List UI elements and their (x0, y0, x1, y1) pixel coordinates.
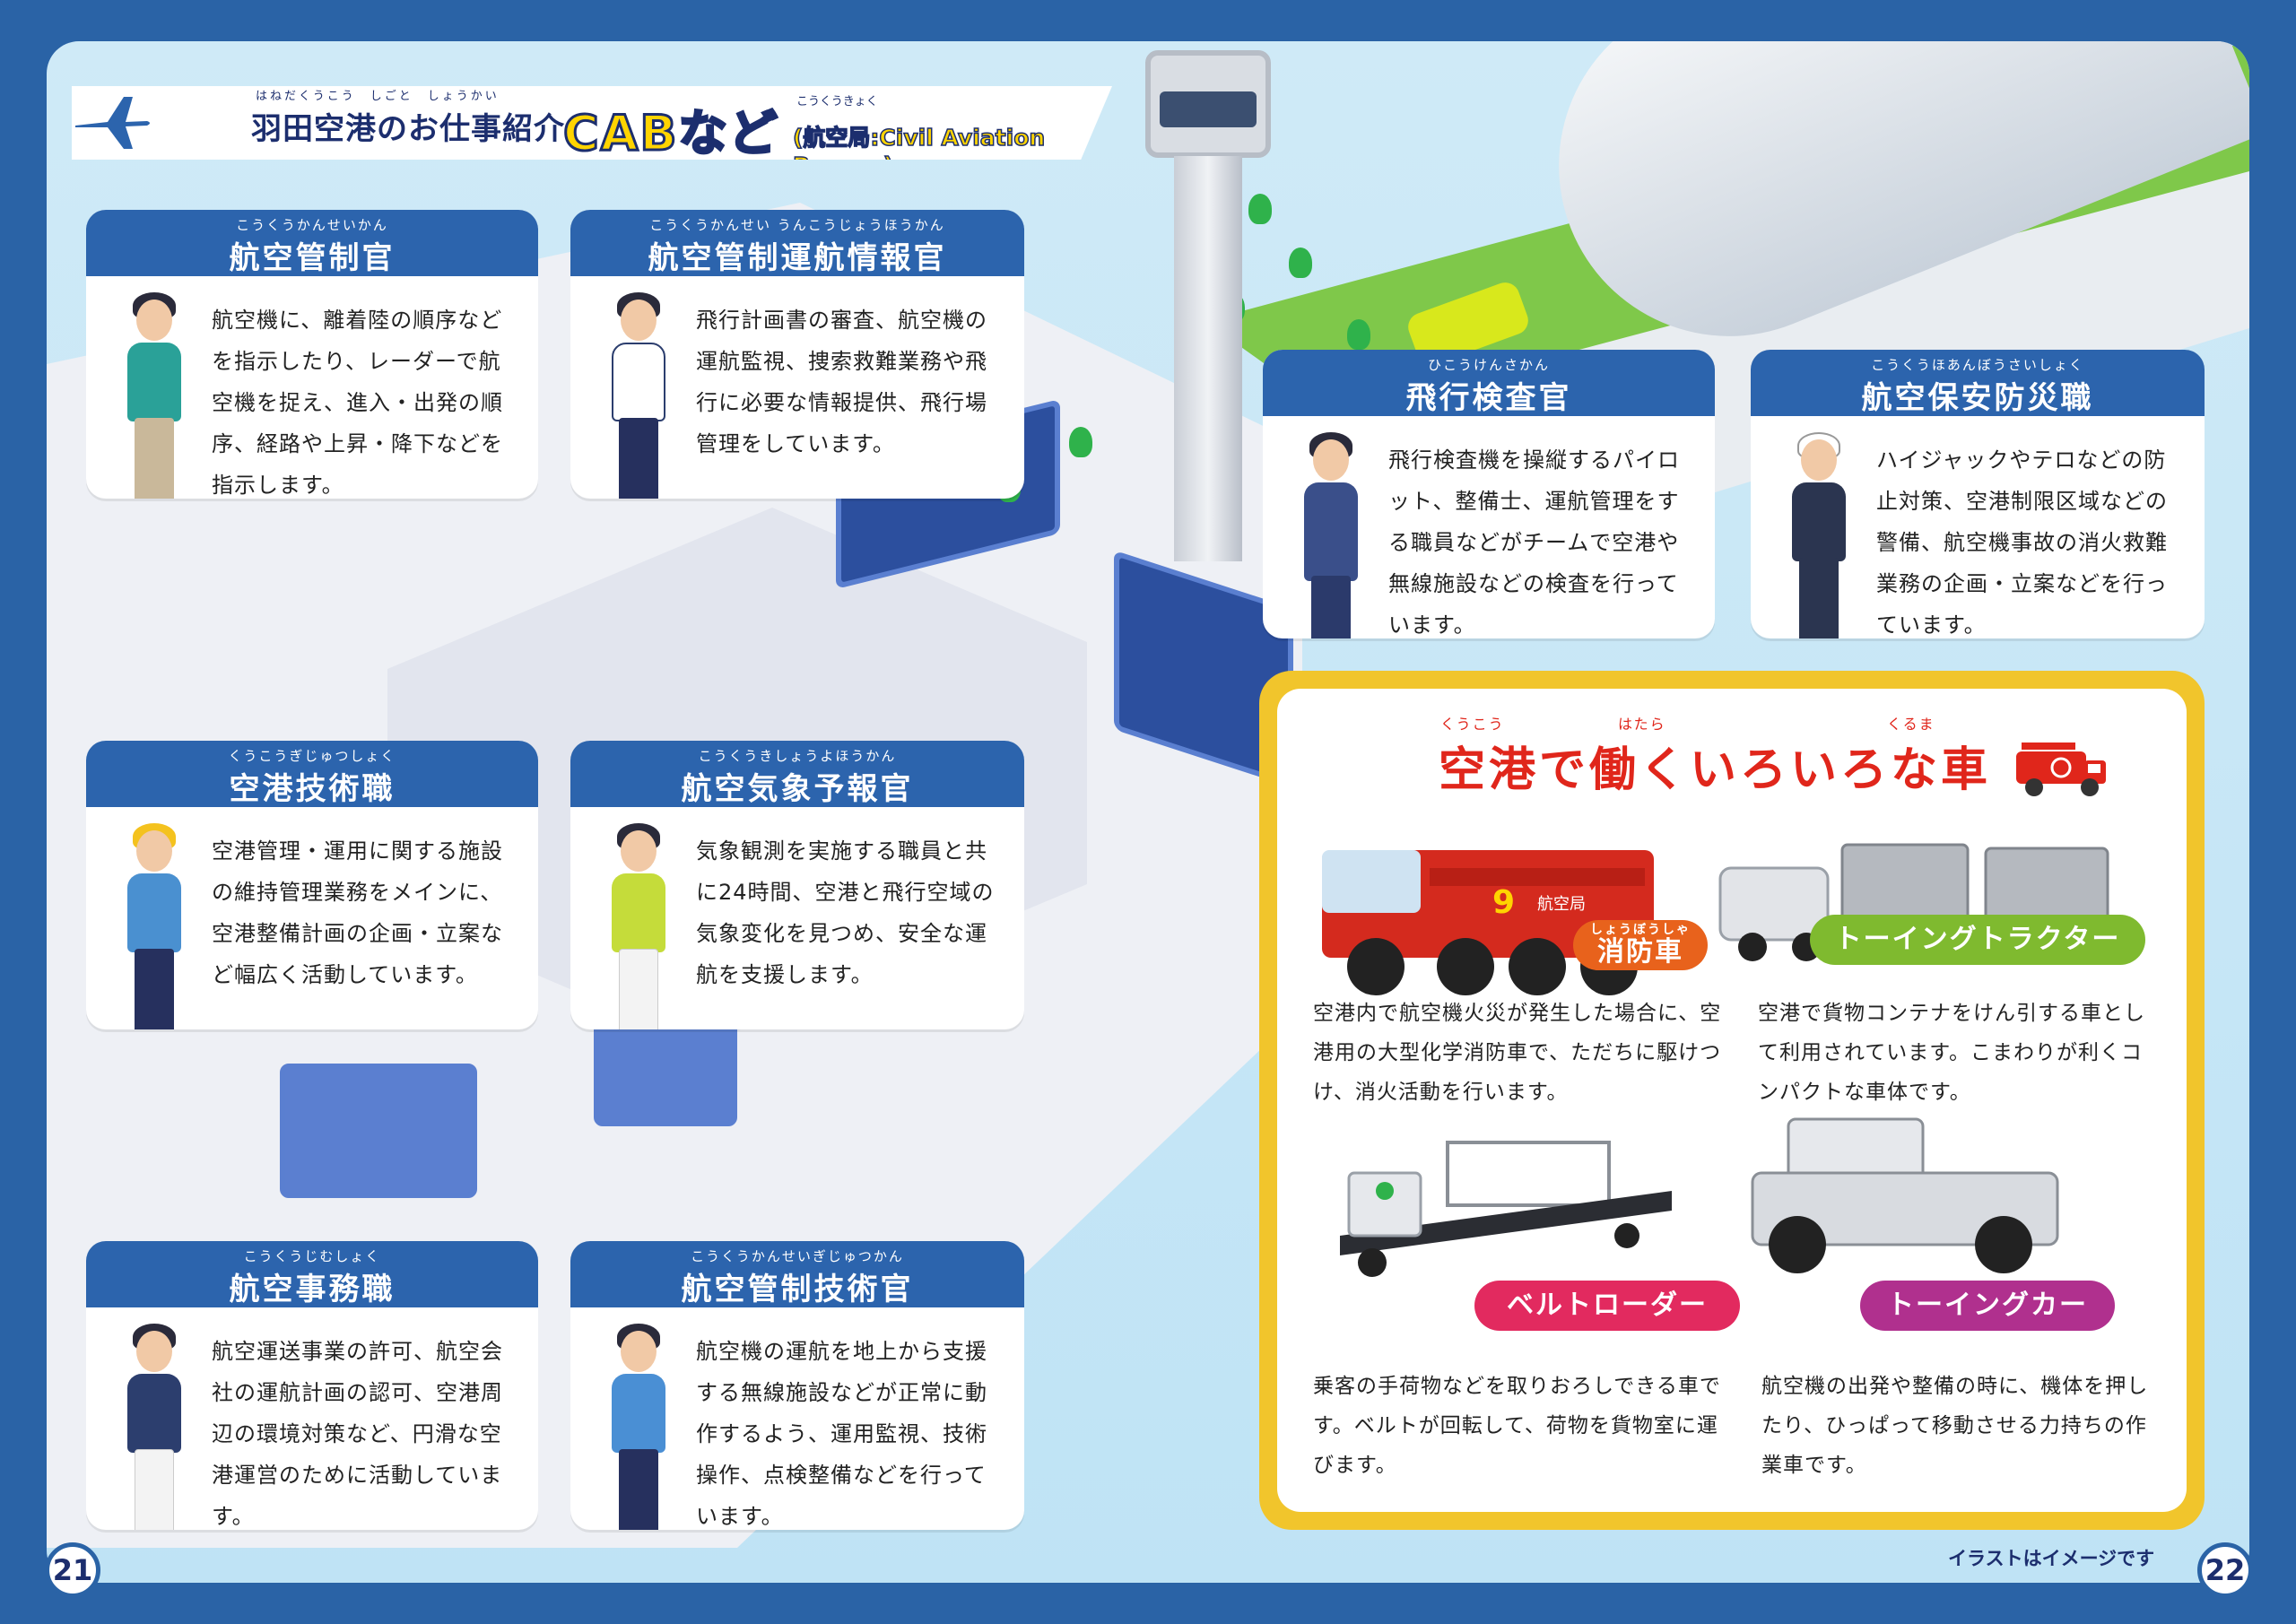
card-header: こうくうじむしょく 航空事務職 (86, 1241, 538, 1307)
card-header: ひこうけんさかん 飛行検査官 (1263, 350, 1715, 416)
card-header: こうくうかんせいかん 航空管制官 (86, 210, 538, 276)
towing-car-description: 航空機の出発や整備の時に、機体を押したり、ひっぱって移動させる力持ちの作業車です… (1761, 1375, 2149, 1477)
card-header: こうくうかんせいぎじゅつかん 航空管制技術官 (570, 1241, 1024, 1307)
card-title: 航空管制運航情報官 (648, 240, 947, 276)
card-ruby: こうくうほあんぼうさいしょく (1871, 357, 2084, 373)
person-illustration (603, 1324, 674, 1530)
towing-car-photo (1735, 1110, 2075, 1281)
fire-engine-name: 消防車 (1597, 936, 1683, 968)
card-title: 航空事務職 (229, 1272, 396, 1307)
illustration-note: イラストはイメージです (1948, 1548, 2155, 1569)
page-header: はねだくうこう しごと しょうかい 羽田空港のお仕事紹介 CABなど こうくうき… (72, 86, 1112, 160)
person-illustration (1295, 432, 1367, 638)
card-description: 飛行計画書の審査、航空機の運航監視、捜索救難業務や飛行に必要な情報提供、飛行場管… (696, 308, 987, 456)
job-card-flight-information-officer: こうくうかんせい うんこうじょうほうかん 航空管制運航情報官 飛行計画書の審査、… (570, 210, 1024, 499)
person-illustration (118, 292, 190, 499)
page-number-right: 22 (2197, 1542, 2253, 1598)
tree (1248, 194, 1272, 224)
card-ruby: こうくうかんせいかん (236, 217, 388, 233)
monitor-screen (280, 1064, 477, 1198)
card-ruby: こうくうかんせいぎじゅつかん (691, 1248, 904, 1264)
vehicles-title: 空港で働くいろいろな車 (1439, 743, 1992, 797)
page-title: CABなど (562, 104, 779, 161)
card-ruby: こうくうきしょうよほうかん (698, 748, 897, 764)
card-description: ハイジャックやテロなどの防止対策、空港制限区域などの警備、航空機事故の消火救難業… (1876, 447, 2168, 638)
job-card-security-disaster-prevention: こうくうほあんぼうさいしょく 航空保安防災職 ハイジャックやテロなどの防止対策、… (1751, 350, 2205, 638)
person-illustration (118, 1324, 190, 1530)
card-title: 航空管制技術官 (681, 1272, 914, 1307)
person-illustration (603, 823, 674, 1029)
card-title: 航空管制官 (229, 240, 396, 276)
job-card-atc-technician: こうくうかんせいぎじゅつかん 航空管制技術官 航空機の運航を地上から支援する無線… (570, 1241, 1024, 1530)
job-card-administrative: こうくうじむしょく 航空事務職 航空運送事業の許可、航空会社の運航計画の認可、空… (86, 1241, 538, 1530)
fire-engine-photo: 9 航空局 (1313, 823, 1672, 1003)
towing-tractor-photo (1717, 832, 2111, 967)
card-header: こうくうかんせい うんこうじょうほうかん 航空管制運航情報官 (570, 210, 1024, 276)
fire-engine-label-pill: しょうぼうしゃ 消防車 (1573, 920, 1708, 970)
control-tower-illustration (1145, 50, 1271, 561)
fire-engine-number: 9 (1492, 884, 1515, 921)
fire-engine-label: 航空局 (1537, 895, 1586, 914)
card-title: 航空保安防災職 (1861, 380, 2094, 416)
towing-tractor-label-pill: トーイングトラクター (1810, 915, 2145, 965)
job-card-weather-forecaster: こうくうきしょうよほうかん 航空気象予報官 気象観測を実施する職員と共に24時間… (570, 741, 1024, 1029)
towing-car-label-pill: トーイングカー (1860, 1281, 2115, 1331)
tree (1347, 319, 1370, 350)
job-card-airport-engineer: くうこうぎじゅつしょく 空港技術職 空港管理・運用に関する施設の維持管理業務をメ… (86, 741, 538, 1029)
page-number-left: 21 (45, 1542, 100, 1598)
engineer-illustration (118, 823, 190, 1029)
fire-engine-description: 空港内で航空機火災が発生した場合に、空港用の大型化学消防車で、ただちに駆けつけ、… (1313, 1002, 1722, 1104)
card-header: こうくうきしょうよほうかん 航空気象予報官 (570, 741, 1024, 807)
airplane-icon (75, 97, 150, 149)
title-en-ruby: こうくうきょく (796, 95, 878, 109)
card-title: 航空気象予報官 (681, 771, 914, 807)
belt-loader-name: ベルトローダー (1507, 1290, 1708, 1321)
card-description: 飛行検査機を操縦するパイロット、整備士、運航管理をする職員などがチームで空港や無… (1388, 447, 1680, 638)
job-card-air-traffic-controller: こうくうかんせいかん 航空管制官 航空機に、離着陸の順序などを指示したり、レーダ… (86, 210, 538, 499)
fire-truck-icon (2016, 743, 2106, 796)
page-title-english: (航空局:Civil Aviation Bureau) (792, 124, 1046, 160)
monitor-screen (594, 1019, 737, 1126)
airport-vehicles-panel: くうこう はたら くるま 空港で働くいろいろな車 9 航空局 (1259, 671, 2205, 1530)
card-header: くうこうぎじゅつしょく 空港技術職 (86, 741, 538, 807)
card-ruby: ひこうけんさかん (1427, 357, 1550, 373)
tower-cab (1145, 50, 1271, 158)
towing-tractor-description: 空港で貨物コンテナをけん引する車として利用されています。こまわりが利くコンパクト… (1758, 1002, 2145, 1104)
card-title: 空港技術職 (229, 771, 396, 807)
job-card-flight-inspector: ひこうけんさかん 飛行検査官 飛行検査機を操縦するパイロット、整備士、運航管理を… (1263, 350, 1715, 638)
tree (1069, 427, 1092, 457)
card-ruby: こうくうじむしょく (243, 1248, 381, 1264)
card-ruby: こうくうかんせい うんこうじょうほうかん (649, 217, 945, 233)
title-ruby: くうこう (1440, 716, 1505, 733)
card-description: 航空機に、離着陸の順序などを指示したり、レーダーで航空機を捉え、進入・出発の順序… (212, 308, 503, 498)
person-illustration (603, 292, 674, 499)
towing-tractor-name: トーイングトラクター (1834, 924, 2121, 955)
card-description: 空港管理・運用に関する施設の維持管理業務をメインに、空港整備計画の企画・立案など… (212, 838, 503, 987)
belt-loader-photo (1331, 1137, 1681, 1290)
vehicles-panel-inner: くうこう はたら くるま 空港で働くいろいろな車 9 航空局 (1277, 689, 2187, 1512)
page-subtitle: 羽田空港のお仕事紹介 (251, 111, 565, 147)
tree (1289, 248, 1312, 278)
title-ruby: はたら (1618, 716, 1666, 733)
tower-shaft (1174, 156, 1242, 561)
belt-loader-label-pill: ベルトローダー (1474, 1281, 1740, 1331)
subtitle-ruby: はねだくうこう しごと しょうかい (256, 90, 500, 103)
title-ruby: くるま (1887, 716, 1935, 733)
card-title: 飛行検査官 (1405, 380, 1572, 416)
card-description: 航空運送事業の許可、航空会社の運航計画の認可、空港周辺の環境対策など、円滑な空港… (212, 1339, 503, 1529)
card-ruby: くうこうぎじゅつしょく (228, 748, 396, 764)
belt-loader-description: 乗客の手荷物などを取りおろしできる車です。ベルトが回転して、荷物を貨物室に運びま… (1313, 1375, 1721, 1477)
firefighter-illustration (1783, 432, 1855, 638)
pill-ruby: しょうぼうしゃ (1590, 923, 1691, 937)
card-description: 航空機の運航を地上から支援する無線施設などが正常に動作するよう、運用監視、技術操… (696, 1339, 987, 1529)
towing-car-name: トーイングカー (1887, 1290, 2088, 1321)
card-header: こうくうほあんぼうさいしょく 航空保安防災職 (1751, 350, 2205, 416)
card-description: 気象観測を実施する職員と共に24時間、空港と飛行空域の気象変化を見つめ、安全な運… (696, 838, 995, 987)
